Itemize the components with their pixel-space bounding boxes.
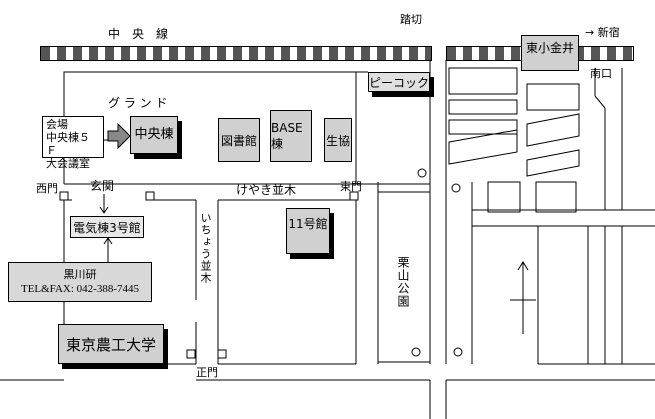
- ground-label: グ ラ ン ド: [108, 96, 168, 110]
- lab-info: 黒川研 TEL&FAX: 042-388-7445: [8, 262, 152, 302]
- venue-note-line1: 会場: [46, 118, 68, 131]
- gate-west-marker2: [145, 191, 155, 201]
- building-11-label: 11号館: [288, 217, 328, 231]
- railway-crossing-label: 踏切: [400, 13, 422, 26]
- marker-circle-3: [411, 347, 421, 357]
- building-central: 中央棟: [130, 116, 178, 154]
- lab-name: 黒川研: [63, 268, 97, 281]
- marker-circle-4: [453, 347, 463, 357]
- building-library: 図書館: [218, 118, 260, 162]
- university-name-label: 東京農工大学: [65, 335, 156, 354]
- park-boundary: [377, 191, 431, 363]
- peacock-label: ピーコック: [369, 75, 430, 90]
- marker-circle-1: [417, 168, 427, 178]
- park-label: 栗山公園: [396, 256, 410, 308]
- venue-arrow-icon: [107, 122, 131, 150]
- block-east-7: [526, 149, 580, 177]
- to-shinjuku-label: → 新宿: [585, 26, 620, 39]
- building-coop-label: 生協: [325, 133, 350, 148]
- arrow-lab-head: [103, 237, 113, 245]
- station-higashi-koganei: 東小金井: [521, 35, 579, 71]
- building-coop: 生協: [324, 118, 352, 162]
- marker-circle-2: [451, 183, 461, 193]
- station-label: 東小金井: [525, 41, 574, 55]
- street-icho-label: いちょう並木: [199, 212, 212, 284]
- venue-note-line2: 中央棟５Ｆ: [46, 131, 90, 157]
- venue-note-line3: 大会議室: [46, 157, 90, 170]
- building-library-label: 図書館: [220, 133, 257, 148]
- lab-tel-fax: TEL&FAX: 042-388-7445: [20, 283, 140, 295]
- building-denki-label: 電気棟3号館: [73, 220, 141, 235]
- gate-main-label: 正門: [196, 366, 218, 379]
- gate-east-label: 東門: [340, 180, 362, 193]
- university-name: 東京農工大学: [58, 324, 164, 364]
- venue-note: 会場 中央棟５Ｆ 大会議室: [42, 116, 104, 170]
- gate-west-label: 西門: [36, 182, 58, 195]
- railway-line: [40, 46, 432, 61]
- railway-line-label: 中 央 線: [108, 27, 169, 41]
- block-east-1: [448, 67, 518, 95]
- gate-main-marker2: [217, 349, 227, 359]
- arrow-entrance-head: [99, 206, 109, 214]
- building-base-label: BASE棟: [271, 120, 303, 151]
- campus-boundary: [63, 71, 357, 184]
- block-east-9: [535, 181, 577, 213]
- building-base: BASE棟: [270, 110, 312, 162]
- east-road-upper2: [594, 95, 606, 109]
- street-keyaki-label: けやき並木: [236, 183, 297, 197]
- gate-main-marker: [186, 349, 196, 359]
- block-east-8: [487, 181, 521, 213]
- gate-east-marker: [349, 191, 359, 201]
- block-east-6: [526, 113, 580, 147]
- block-east-2: [448, 99, 518, 115]
- building-11: 11号館: [286, 208, 330, 254]
- entrance-label: 玄関: [90, 179, 115, 193]
- building-denki: 電気棟3号館: [70, 216, 144, 238]
- north-arrow-head: [517, 261, 529, 271]
- gate-west-marker: [59, 191, 69, 201]
- block-east-5: [526, 83, 580, 111]
- peacock-store: ピーコック: [368, 72, 430, 92]
- building-central-label: 中央棟: [134, 127, 174, 142]
- block-east-4: [448, 129, 518, 165]
- block-east-3: [448, 119, 518, 135]
